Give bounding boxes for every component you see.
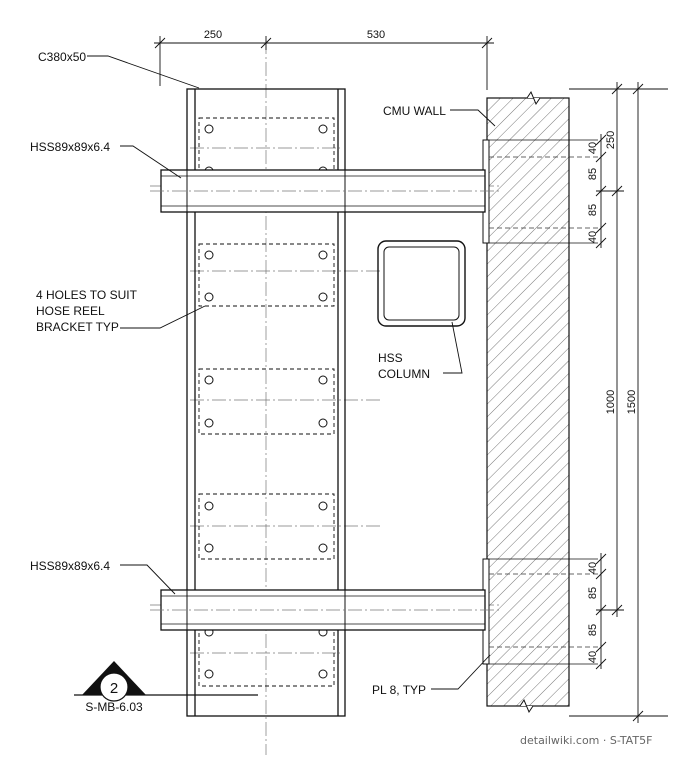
label-holes-line3: BRACKET TYP xyxy=(36,320,119,334)
dim-right-85c: 85 xyxy=(587,587,599,599)
label-plate: PL 8, TYP xyxy=(372,683,426,697)
label-cmu-wall: CMU WALL xyxy=(383,104,446,118)
hss-tube-bottom xyxy=(150,589,500,631)
dim-top-250: 250 xyxy=(204,29,222,41)
section-sheet-ref: S-MB-6.03 xyxy=(85,700,143,714)
label-channel: C380x50 xyxy=(38,50,86,64)
dim-right-85d: 85 xyxy=(587,624,599,636)
watermark: detailwiki.com · S-TAT5F xyxy=(520,734,652,747)
dim-right-85a: 85 xyxy=(587,168,599,180)
section-marker xyxy=(74,661,258,702)
dim-right-1500: 1500 xyxy=(626,390,638,414)
anchor-lines xyxy=(489,156,598,648)
dim-right-1000: 1000 xyxy=(605,390,617,414)
dim-right-40d: 40 xyxy=(587,651,599,663)
label-hss-column-line1: HSS xyxy=(378,351,403,365)
hss-column-section xyxy=(377,240,466,327)
cmu-wall xyxy=(486,90,570,714)
dim-right-40a: 40 xyxy=(587,142,599,154)
label-hss-top: HSS89x89x6.4 xyxy=(30,140,110,154)
dim-right-40b: 40 xyxy=(587,231,599,243)
top-dimension-lines xyxy=(154,36,494,90)
dim-right-250: 250 xyxy=(605,131,617,149)
label-holes-line2: HOSE REEL xyxy=(36,304,105,318)
label-hss-bottom: HSS89x89x6.4 xyxy=(30,559,110,573)
bolt-holes xyxy=(204,124,328,679)
dim-top-530: 530 xyxy=(367,29,385,41)
centerlines xyxy=(150,40,500,755)
dim-right-40c: 40 xyxy=(587,562,599,574)
hss-tube-top xyxy=(150,169,500,213)
label-holes-line1: 4 HOLES TO SUIT xyxy=(36,288,138,302)
leader-lines xyxy=(87,55,496,690)
label-hss-column-line2: COLUMN xyxy=(378,367,430,381)
section-number: 2 xyxy=(110,680,118,697)
dim-right-85b: 85 xyxy=(587,204,599,216)
right-dimension-lines xyxy=(569,82,668,723)
